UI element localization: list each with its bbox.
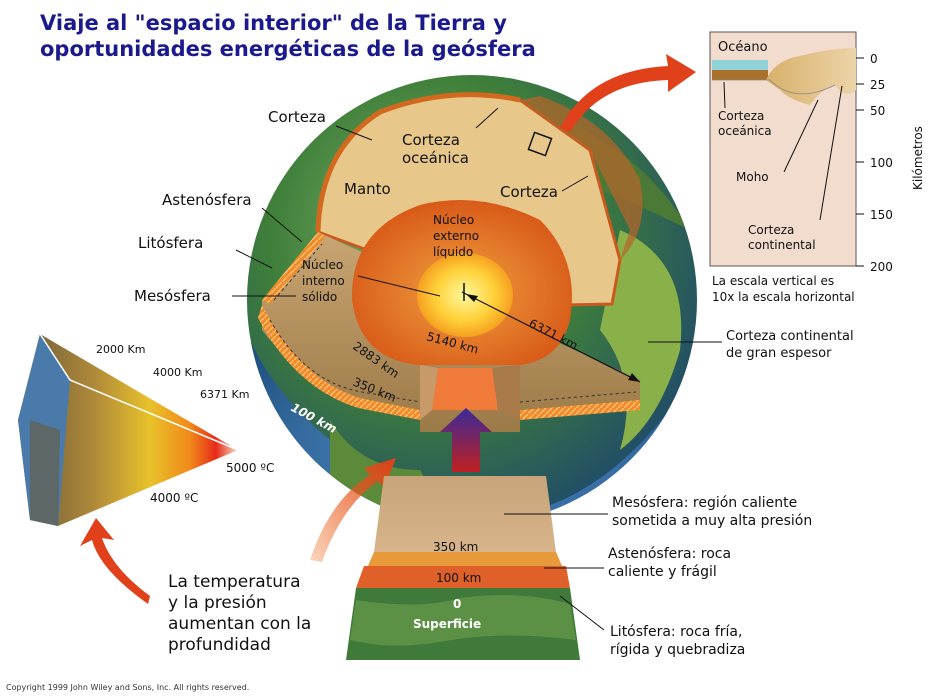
label-nucleo-interno-2: interno bbox=[302, 274, 345, 288]
inset-label-corteza-continental-2: continental bbox=[748, 238, 816, 252]
wedge-label-4000c: 4000 ºC bbox=[150, 491, 198, 505]
litosfera-desc-1: Litósfera: roca fría, bbox=[610, 624, 742, 640]
label-manto: Manto bbox=[344, 180, 391, 198]
mesosfera-desc-1: Mesósfera: región caliente bbox=[612, 495, 797, 511]
crust-rim bbox=[315, 92, 521, 233]
wedge-label-4000km: 4000 Km bbox=[153, 366, 202, 379]
crust-sample-box bbox=[527, 131, 553, 157]
inset-ocean bbox=[712, 60, 768, 70]
copyright-notice: Copyright 1999 John Wiley and Sons, Inc.… bbox=[6, 683, 250, 692]
column-label-0: 0 bbox=[453, 597, 461, 611]
label-astenosfera: Astenósfera bbox=[162, 191, 252, 209]
page-title: Viaje al "espacio interior" de la Tierra… bbox=[40, 10, 536, 62]
label-litosfera: Litósfera bbox=[138, 234, 203, 252]
inset-label-corteza-continental-1: Corteza bbox=[748, 223, 794, 237]
inset-tick-200: 200 bbox=[870, 260, 893, 274]
column-asthenosphere bbox=[356, 566, 570, 588]
crust-column: 350 km 100 km 0 Superficie bbox=[346, 476, 580, 660]
wedge-label-5000c: 5000 ºC bbox=[226, 461, 274, 475]
label-mesosfera: Mesósfera bbox=[134, 287, 211, 305]
label-corteza-oceanica-2: oceánica bbox=[402, 149, 469, 167]
inset-label-oceano: Océano bbox=[718, 40, 768, 55]
inset-continental-crust bbox=[766, 48, 856, 105]
astenosfera-desc-2: caliente y frágil bbox=[608, 564, 717, 580]
inner-core bbox=[417, 253, 513, 337]
inset-oceanic-crust bbox=[712, 70, 768, 80]
inset-axis-title: Kilómetros bbox=[911, 126, 925, 190]
temp-note-4: profundidad bbox=[168, 635, 271, 655]
label-nucleo-interno-3: sólido bbox=[302, 290, 337, 304]
inset-tick-100: 100 bbox=[870, 156, 893, 170]
mesosfera-desc-2: sometida a muy alta presión bbox=[612, 513, 812, 529]
label-corteza-oceanica-1: Corteza bbox=[402, 131, 460, 149]
inset-label-corteza-oceanica-2: oceánica bbox=[718, 124, 772, 138]
column-mesosphere bbox=[374, 476, 556, 552]
left-up-arrow bbox=[80, 518, 150, 604]
temp-note-3: aumentan con la bbox=[168, 614, 311, 634]
title-line-2: oportunidades energéticas de la geósfera bbox=[40, 37, 536, 61]
radius-line bbox=[461, 291, 641, 383]
column-to-globe-arrow bbox=[310, 458, 396, 562]
inset-tick-150: 150 bbox=[870, 208, 893, 222]
astenosfera-desc-1: Astenósfera: roca bbox=[608, 546, 731, 562]
column-label-superficie: Superficie bbox=[413, 617, 481, 631]
column-label-350km: 350 km bbox=[433, 540, 478, 554]
label-corteza-continental-2: de gran espesor bbox=[726, 346, 832, 361]
label-corteza-continental-1: Corteza continental bbox=[726, 329, 854, 344]
globe: 100 km bbox=[247, 75, 697, 525]
label-corteza-left: Corteza bbox=[268, 108, 326, 126]
inset-axis: 0 25 50 100 150 200 Kilómetros bbox=[856, 52, 925, 274]
inset-note-2: 10x la escala horizontal bbox=[712, 290, 855, 304]
wedge-label-6371km: 6371 Km bbox=[200, 388, 249, 401]
litosfera-desc-2: rígida y quebradiza bbox=[610, 642, 745, 658]
wedge-label-2000km: 2000 Km bbox=[96, 343, 145, 356]
temperature-wedge: 2000 Km 4000 Km 6371 Km 5000 ºC 4000 ºC bbox=[18, 333, 274, 526]
inset-tick-0: 0 bbox=[870, 52, 878, 66]
inset-arrow bbox=[560, 54, 696, 132]
temp-note-1: La temperatura bbox=[168, 572, 300, 592]
inset-tick-50: 50 bbox=[870, 104, 885, 118]
label-nucleo-interno-1: Núcleo bbox=[302, 258, 343, 272]
label-nucleo-externo-2: externo bbox=[433, 229, 479, 243]
upward-arrow bbox=[440, 408, 492, 472]
core-shaft bbox=[432, 368, 498, 410]
label-corteza-right: Corteza bbox=[500, 183, 558, 201]
inset-label-corteza-oceanica-1: Corteza bbox=[718, 109, 764, 123]
inset-tick-25: 25 bbox=[870, 78, 885, 92]
asthenosphere-band bbox=[258, 305, 420, 420]
column-label-100km: 100 km bbox=[436, 571, 481, 585]
inset-label-moho: Moho bbox=[736, 170, 769, 184]
temp-note-2: y la presión bbox=[168, 593, 267, 613]
label-nucleo-externo-3: líquido bbox=[433, 245, 473, 259]
label-nucleo-externo-1: Núcleo bbox=[433, 213, 474, 227]
inset-note-1: La escala vertical es bbox=[712, 274, 834, 288]
title-line-1: Viaje al "espacio interior" de la Tierra… bbox=[40, 11, 507, 35]
crust-inset: Océano Corteza oceánica Moho Corteza con… bbox=[709, 31, 925, 304]
